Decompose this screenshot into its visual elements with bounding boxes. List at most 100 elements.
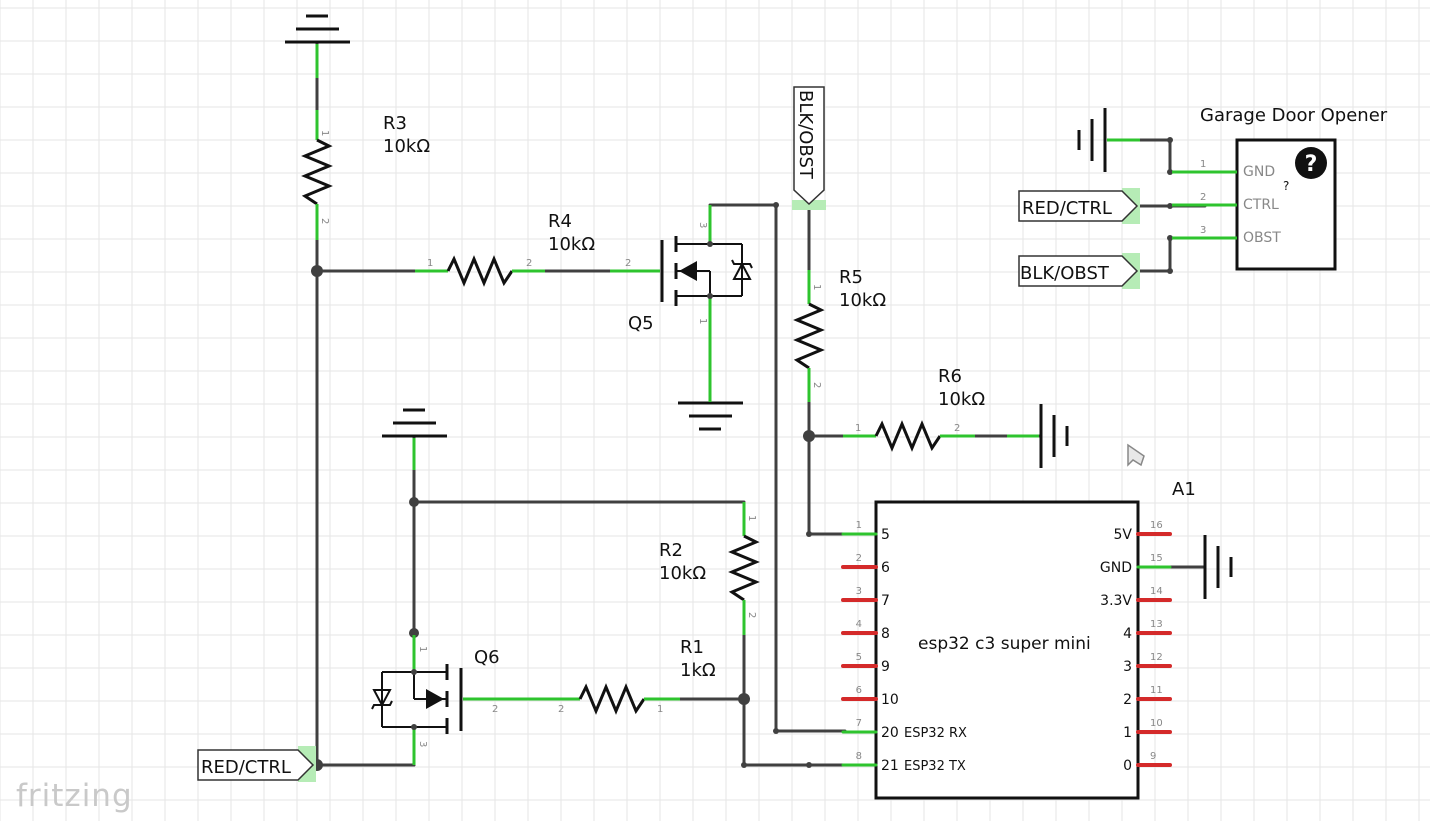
garage-title: Garage Door Opener <box>1200 105 1388 126</box>
r4-name: R4 <box>548 211 572 232</box>
garage-pin-3-number: 3 <box>1200 225 1206 236</box>
esp32-left-pin-1-label: 5 <box>881 527 890 543</box>
r5-pin1-label: 1 <box>811 284 822 290</box>
resistor-r2[interactable]: 1 2 R2 10kΩ <box>659 502 760 635</box>
garage-door-opener[interactable]: Garage Door Opener ? ? 1 GND 2 CTRL 3 OBST <box>1172 105 1388 271</box>
esp32-left-pin-7-label: 20 <box>881 725 899 741</box>
q5-gate-pin-label: 2 <box>625 258 631 269</box>
esp32-right-pin-11-label: 2 <box>1123 692 1132 708</box>
esp32-right-pin-12-number: 12 <box>1150 652 1163 663</box>
esp32-left-pin-8-number: 8 <box>856 751 862 762</box>
red-ctrl-label-garage: RED/CTRL <box>1022 198 1112 219</box>
esp32-right-pin-14-label: 3.3V <box>1100 593 1132 609</box>
resistor-r1[interactable]: 2 1 R1 1kΩ <box>545 637 716 715</box>
mosfet-q5[interactable]: 2 3 1 Q5 <box>610 205 753 402</box>
ground-symbol-garage <box>1077 108 1140 172</box>
esp32-right-pin-13-number: 13 <box>1150 619 1163 630</box>
q5-drain-pin-label: 3 <box>697 222 708 228</box>
esp32-right-pin-10-label: 1 <box>1123 725 1132 741</box>
esp32-right-pin-16-label: 5V <box>1114 527 1133 543</box>
r2-pin2-label: 2 <box>746 612 757 618</box>
net-label-blk-obst-garage[interactable]: BLK/OBST <box>1018 253 1140 289</box>
resistor-r5[interactable]: 1 2 R5 10kΩ <box>793 267 886 402</box>
net-label-blk-obst-vertical[interactable]: BLK/OBST <box>792 86 826 210</box>
esp32-right-pin-15-number: 15 <box>1150 553 1163 564</box>
q6-source-pin-label: 3 <box>417 741 428 747</box>
r5-value: 10kΩ <box>839 290 886 311</box>
r4-value: 10kΩ <box>548 234 595 255</box>
esp32-right-pin-13-label: 4 <box>1123 626 1132 642</box>
r6-pin2-label: 2 <box>954 423 960 434</box>
blk-obst-label-garage: BLK/OBST <box>1020 263 1110 284</box>
question-icon: ? <box>1305 152 1318 177</box>
resistor-r4[interactable]: 1 2 R4 10kΩ <box>415 211 595 287</box>
garage-pin-1-number: 1 <box>1200 159 1206 170</box>
r5-name: R5 <box>839 267 863 288</box>
mosfet-q6[interactable]: 1 3 2 Q6 <box>371 635 545 765</box>
net-label-red-ctrl-bottom[interactable]: RED/CTRL <box>197 746 316 782</box>
esp32-right-pin-10-number: 10 <box>1150 718 1163 729</box>
mouse-cursor-icon <box>1127 443 1145 467</box>
garage-pin-1-label: GND <box>1243 164 1275 180</box>
r5-pin2-label: 2 <box>811 382 822 388</box>
esp32-left-pin-7-extra: ESP32 RX <box>904 726 967 741</box>
esp32-right-pin-11-number: 11 <box>1150 685 1163 696</box>
resistor-r6[interactable]: 1 2 R6 10kΩ <box>843 366 985 452</box>
esp32-left-pin-4-label: 8 <box>881 626 890 642</box>
net-label-red-ctrl-garage[interactable]: RED/CTRL <box>1018 188 1140 224</box>
garage-pin-3-label: OBST <box>1243 230 1281 246</box>
esp32-left-pin-5-label: 9 <box>881 659 890 675</box>
r4-pin2-label: 2 <box>526 258 532 269</box>
esp32-right-pin-15-label: GND <box>1100 560 1132 576</box>
r1-value: 1kΩ <box>680 660 716 681</box>
r3-pin2-label: 2 <box>319 218 330 224</box>
r2-value: 10kΩ <box>659 563 706 584</box>
ground-symbol-esp <box>1203 535 1233 599</box>
esp32-left-pin-3-number: 3 <box>856 586 862 597</box>
r1-pin1-label: 1 <box>657 704 663 715</box>
esp32-left-pin-4-number: 4 <box>856 619 862 630</box>
r2-name: R2 <box>659 540 683 561</box>
unknown-part-mark: ? <box>1283 179 1289 193</box>
r3-name: R3 <box>383 113 407 134</box>
esp32-left-pin-6-number: 6 <box>856 685 862 696</box>
resistor-r3[interactable]: 1 2 R3 10kΩ <box>301 110 430 240</box>
esp32-right-pin-9-label: 0 <box>1123 758 1132 774</box>
esp32-left-pin-2-label: 6 <box>881 560 890 576</box>
r6-value: 10kΩ <box>938 389 985 410</box>
r3-pin1-label: 1 <box>319 130 330 136</box>
red-ctrl-label-bottom: RED/CTRL <box>201 757 291 778</box>
ground-symbol-q6 <box>382 408 447 470</box>
ground-symbol-r6 <box>1007 404 1069 468</box>
esp32-ref: A1 <box>1172 479 1196 500</box>
esp32-right-pin-14-number: 14 <box>1150 586 1163 597</box>
esp32-left-pin-3-label: 7 <box>881 593 890 609</box>
esp32-left-pin-8-extra: ESP32 TX <box>904 759 966 774</box>
q6-drain-pin-label: 1 <box>417 646 428 652</box>
esp32-right-pin-9-number: 9 <box>1150 751 1156 762</box>
fritzing-logo: fritzing <box>16 778 133 814</box>
r4-pin1-label: 1 <box>427 258 433 269</box>
q5-source-pin-label: 1 <box>697 318 708 324</box>
garage-pin-2-number: 2 <box>1200 192 1206 203</box>
esp32-right-pin-16-number: 16 <box>1150 520 1163 531</box>
esp32-left-pin-2-number: 2 <box>856 553 862 564</box>
junction-dots <box>311 137 1173 771</box>
esp32-left-pin-5-number: 5 <box>856 652 862 663</box>
blk-obst-label-vertical: BLK/OBST <box>795 90 816 180</box>
r1-pin2-label: 2 <box>558 704 564 715</box>
esp32-left-pin-1-number: 1 <box>856 520 862 531</box>
r3-value: 10kΩ <box>383 136 430 157</box>
q6-name: Q6 <box>474 647 500 668</box>
r6-pin1-label: 1 <box>855 423 861 434</box>
q6-gate-pin-label: 2 <box>492 704 498 715</box>
ground-symbol-top <box>285 14 350 78</box>
esp32-left-pin-6-label: 10 <box>881 692 899 708</box>
q5-name: Q5 <box>628 313 654 334</box>
esp32-right-pin-12-label: 3 <box>1123 659 1132 675</box>
esp32-left-pin-8-label: 21 <box>881 758 899 774</box>
garage-pin-2-label: CTRL <box>1243 197 1279 213</box>
